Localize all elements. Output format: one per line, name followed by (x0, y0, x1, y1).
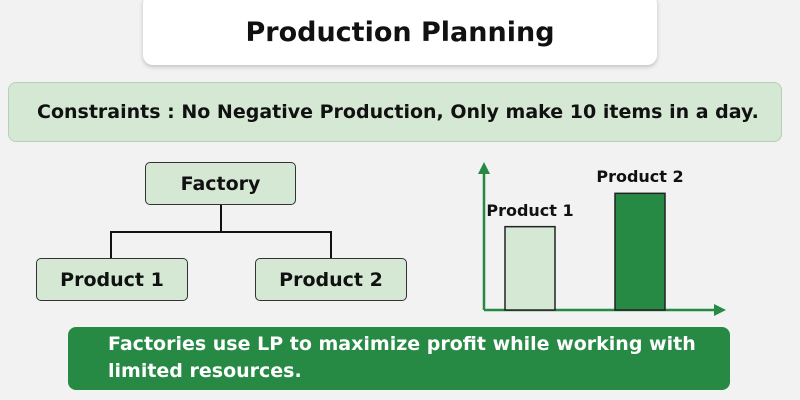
page-title: Production Planning (143, 0, 657, 65)
constraints-banner: Constraints : No Negative Production, On… (8, 82, 782, 142)
bar-chart (478, 162, 726, 316)
product-1-node: Product 1 (36, 258, 188, 301)
y-axis-arrow-icon (478, 162, 490, 174)
bar-label: Product 2 (596, 167, 684, 187)
connector (110, 231, 332, 233)
factory-node: Factory (145, 162, 296, 205)
connector (220, 205, 222, 232)
connector (110, 231, 112, 258)
bar-label: Product 1 (486, 200, 574, 220)
x-axis-arrow-icon (714, 304, 726, 316)
bar-2 (614, 192, 666, 311)
connector (330, 231, 332, 258)
footer-banner: Factories use LP to maximize profit whil… (68, 327, 730, 390)
bar-1 (504, 225, 556, 311)
product-2-node: Product 2 (255, 258, 407, 301)
